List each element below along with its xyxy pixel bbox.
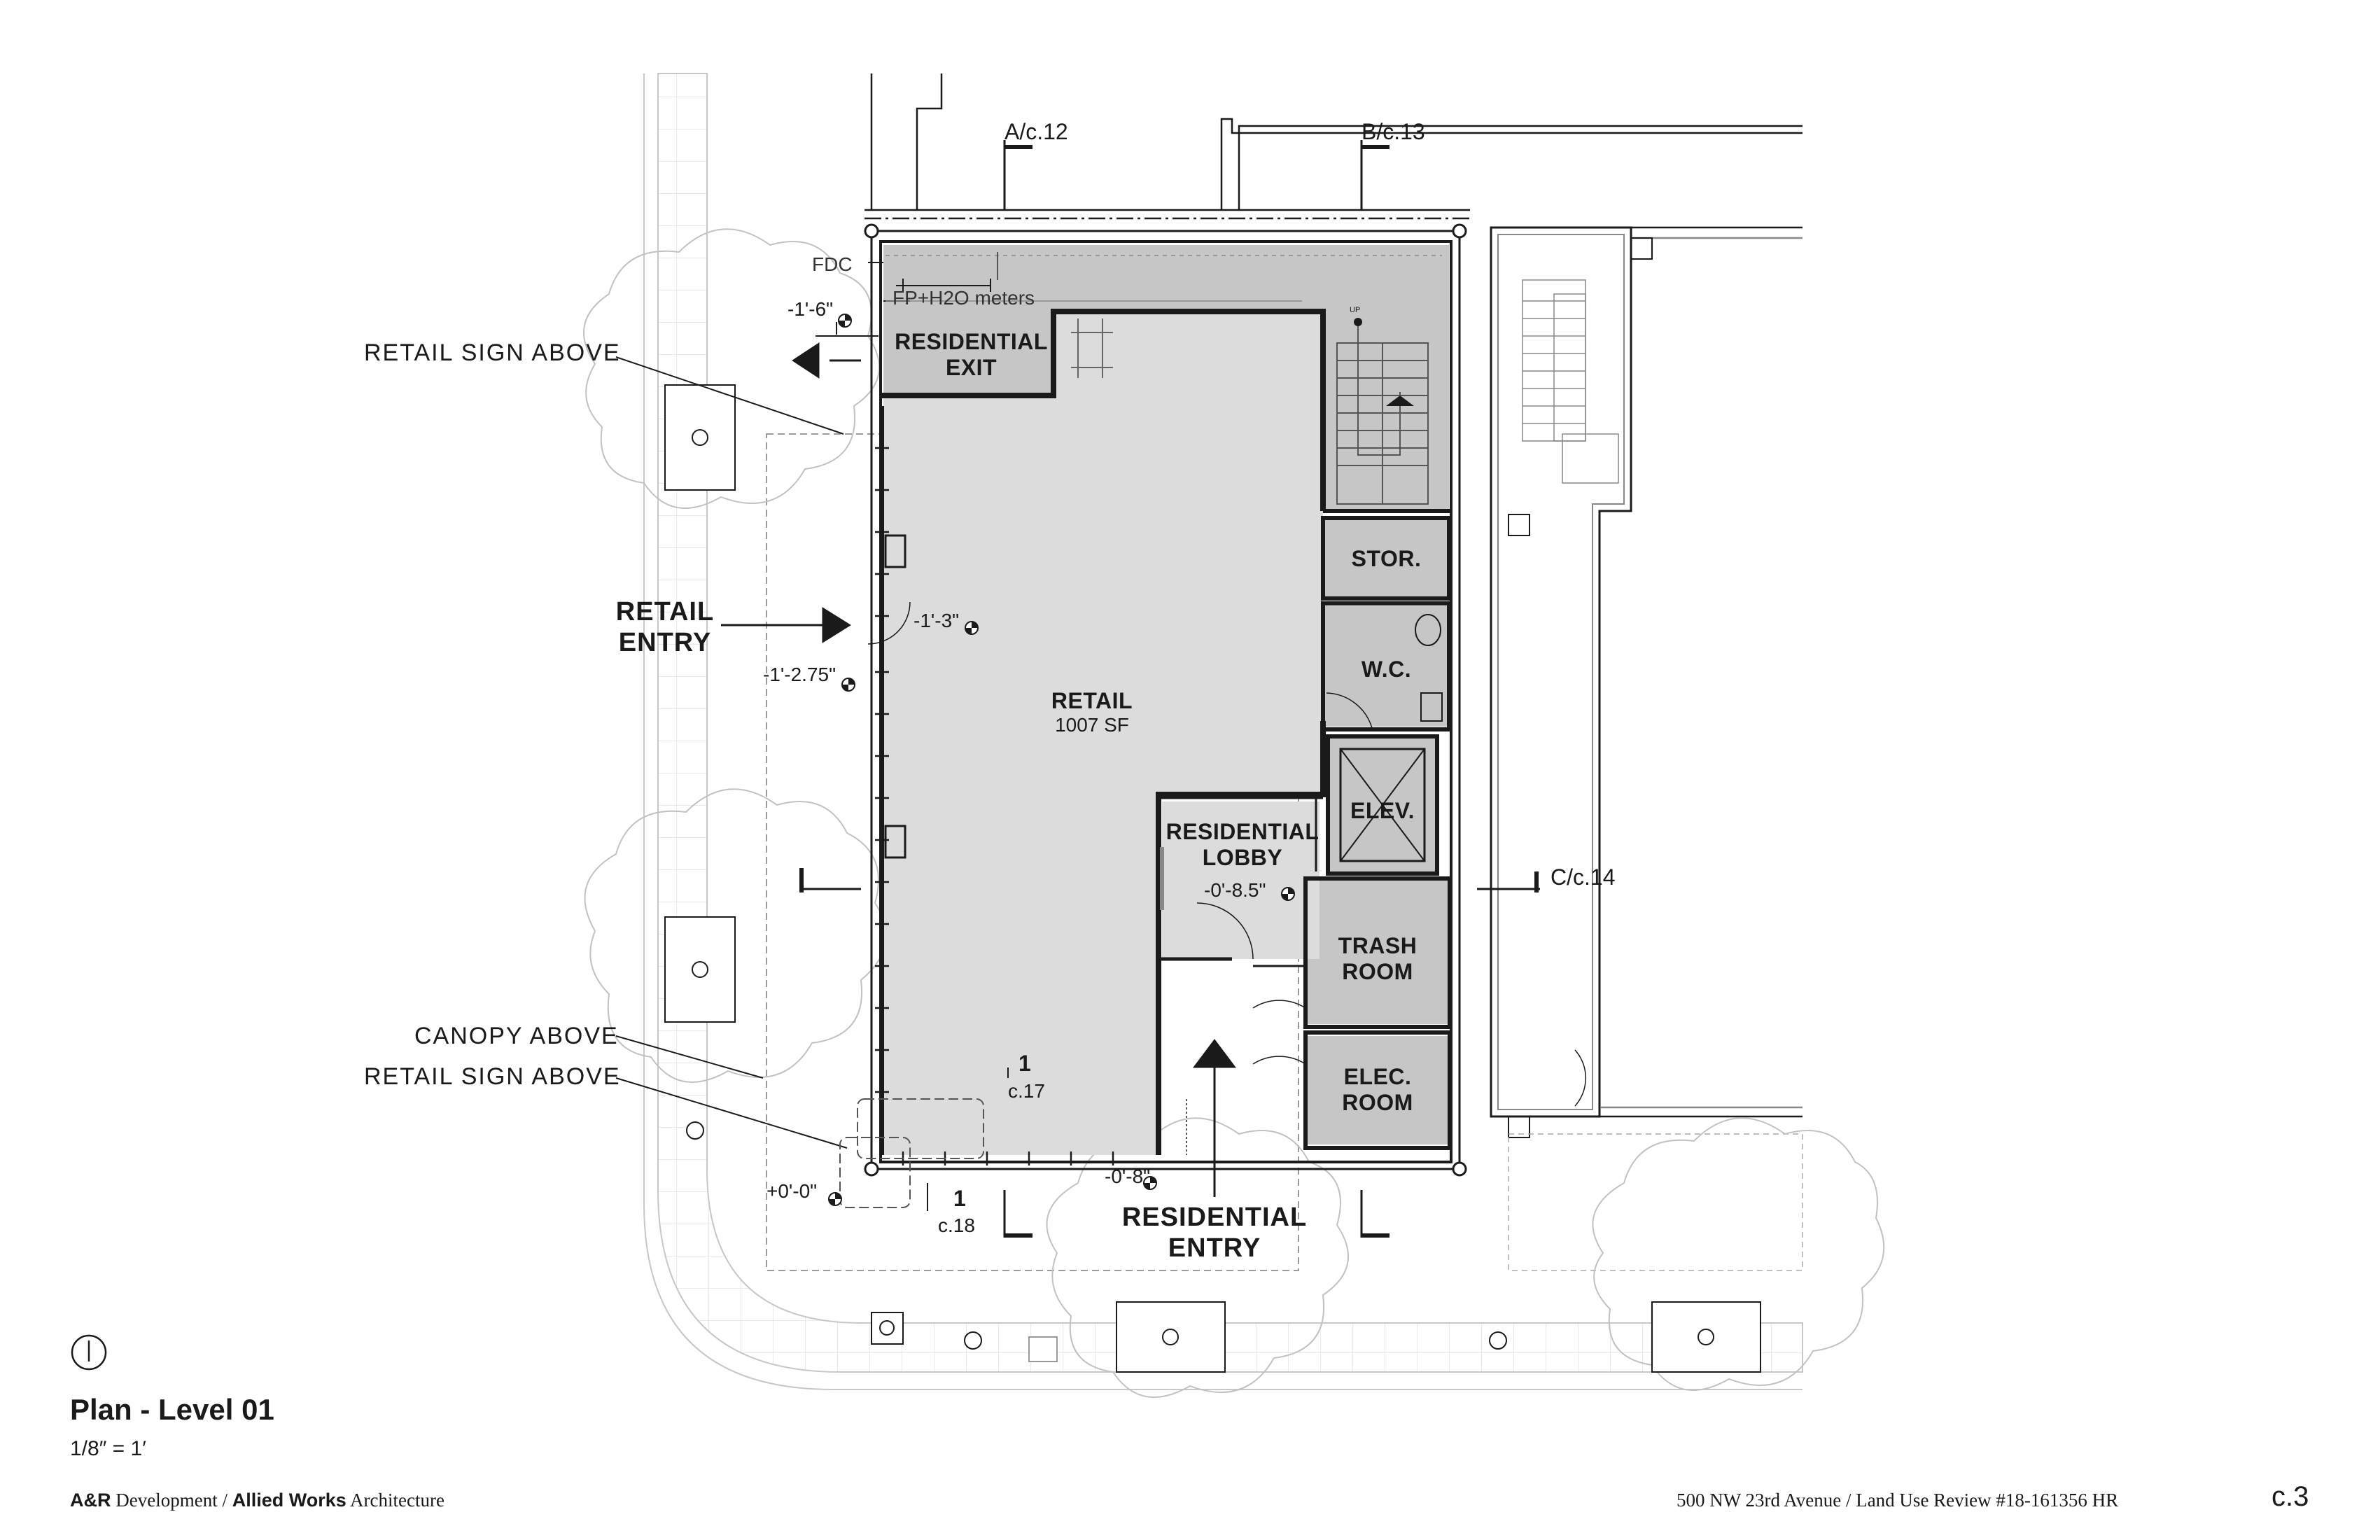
room-label-stor: STOR. [1351, 546, 1422, 571]
room-label-elev: ELEV. [1350, 798, 1415, 823]
room-label-elec-room: ELEC. ROOM [1342, 1064, 1413, 1115]
footer-credits: A&R Development / Allied Works Architect… [70, 1491, 444, 1510]
walls [864, 223, 1467, 1177]
elevation-retail-outer: -1'-2.75" [763, 664, 836, 685]
tree-pits [664, 384, 1761, 1373]
note-retail-sign-top: RETAIL SIGN ABOVE [364, 340, 621, 366]
elevation-symbols [828, 314, 1295, 1206]
elevation-corner: +0'-0" [766, 1180, 818, 1202]
elevation-lobby: -0'-8.5" [1204, 879, 1266, 901]
north-arrow-icon [71, 1334, 107, 1371]
retail-entry-label: RETAIL ENTRY [615, 597, 715, 657]
detail-marker-2-number: 1 [953, 1186, 966, 1211]
footer-architect: Architecture [350, 1490, 444, 1511]
note-retail-sign-bottom: RETAIL SIGN ABOVE [364, 1063, 621, 1090]
plan-scale: 1/8″ = 1′ [70, 1437, 146, 1460]
elevation-exit: -1'-6" [788, 298, 834, 320]
room-label-residential-lobby: RESIDENTIAL LOBBY [1166, 819, 1320, 870]
footer-separator: / [222, 1490, 227, 1511]
section-cut-markers [799, 140, 1540, 1238]
note-canopy: CANOPY ABOVE [414, 1023, 619, 1049]
sidewalk-context [643, 73, 1803, 1390]
leader-lines [615, 262, 1009, 1211]
note-meters: FP+H2O meters [892, 287, 1035, 309]
footer-architect-bold: Allied Works [232, 1490, 346, 1511]
room-area-retail: 1007 SF [1055, 714, 1129, 736]
adjacent-buildings [864, 74, 1803, 1271]
room-label-retail: RETAIL [1051, 688, 1133, 713]
room-label-trash-room: TRASH ROOM [1338, 933, 1418, 984]
plan-title: Plan - Level 01 [70, 1393, 274, 1426]
entry-arrows [721, 342, 1236, 1197]
detail-marker-2-sheet: c.18 [938, 1214, 975, 1236]
note-fdc: FDC [812, 253, 853, 275]
room-label-residential-exit: RESIDENTIAL EXIT [895, 329, 1048, 380]
elevation-retail-inner: -1'-3" [913, 610, 960, 631]
section-marker-a: A/c.12 [1004, 119, 1068, 144]
section-marker-c: C/c.14 [1550, 864, 1616, 890]
elevation-entry: -0'-8" [1105, 1166, 1151, 1187]
section-marker-b: B/c.13 [1362, 119, 1425, 144]
room-label-wc: W.C. [1361, 657, 1412, 682]
detail-marker-1-number: 1 [1018, 1051, 1031, 1076]
detail-marker-1-sheet: c.17 [1008, 1080, 1045, 1102]
sheet-number: c.3 [2272, 1481, 2309, 1512]
footer-project: 500 NW 23rd Avenue / Land Use Review #18… [1676, 1490, 2119, 1511]
note-up: UP [1350, 306, 1361, 314]
footer-company-bold: A&R [70, 1490, 111, 1511]
residential-entry-label: RESIDENTIAL ENTRY [1121, 1203, 1308, 1263]
footer-company: Development [115, 1490, 218, 1511]
